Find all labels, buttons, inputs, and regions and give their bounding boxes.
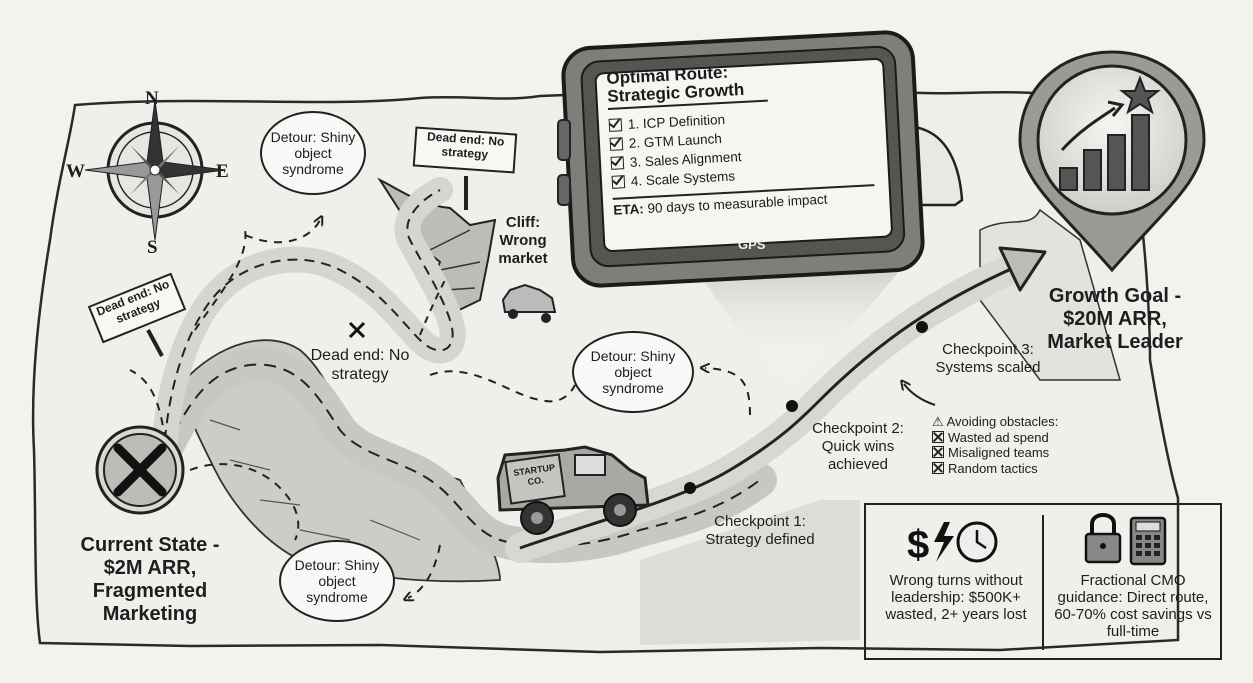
checkbox-icon xyxy=(609,137,624,151)
gps-brand: GPS xyxy=(738,237,766,252)
obstacles-list: ⚠ Avoiding obstacles: Wasted ad spend Mi… xyxy=(932,414,1058,476)
checkpoint-2-dot xyxy=(786,400,798,412)
obstacle-item: Random tactics xyxy=(932,461,1058,477)
comparison-box xyxy=(864,503,1222,660)
gps-route-title: Optimal Route: Strategic Growth xyxy=(606,61,768,110)
dead-end-label: Dead end: No strategy xyxy=(310,347,410,383)
dollar-lightning-clock-icons: $ xyxy=(907,521,998,567)
obstacle-item: Misaligned teams xyxy=(932,445,1058,461)
checkbox-icon xyxy=(611,175,626,189)
warning-icon: ⚠ xyxy=(932,414,944,429)
detour-callout-top: Detour: Shiny object syndrome xyxy=(260,111,366,195)
detour-callout-middle: Detour: Shiny object syndrome xyxy=(572,331,694,413)
compass-west: W xyxy=(66,161,85,182)
start-label: Current State - $2M ARR, Fragmented Mark… xyxy=(80,534,220,625)
checkpoint-3-label: Checkpoint 3: Systems scaled xyxy=(935,341,1041,376)
checkpoint-1-dot xyxy=(684,482,696,494)
padlock-calculator-icons xyxy=(1084,513,1167,566)
route-arrowhead xyxy=(998,246,1047,292)
fractional-cmo-text: Fractional CMO guidance: Direct route, 6… xyxy=(1054,572,1212,640)
x-box-icon xyxy=(932,430,944,443)
goal-label: Growth Goal - $20M ARR, Market Leader xyxy=(1047,285,1183,353)
checkpoint-2-label: Checkpoint 2: Quick wins achieved xyxy=(812,420,904,473)
compass-rose xyxy=(84,99,226,241)
compass-north: N xyxy=(145,88,159,109)
svg-text:$: $ xyxy=(907,523,929,567)
x-box-icon xyxy=(932,461,944,474)
cliff-label: Cliff: Wrong market xyxy=(498,214,548,267)
falling-car xyxy=(501,283,557,323)
detour-label: Detour: Shiny object syndrome xyxy=(270,129,356,177)
obstacle-item: Wasted ad spend xyxy=(932,430,1058,446)
start-marker-x xyxy=(95,425,185,515)
eta-label: ETA: xyxy=(612,201,645,218)
goal-pin xyxy=(1018,50,1206,273)
checkpoint-3-dot xyxy=(916,321,928,333)
checkbox-icon xyxy=(610,156,625,170)
gps-screen: Optimal Route: Strategic Growth 1. ICP D… xyxy=(606,55,893,218)
x-box-icon xyxy=(932,446,944,458)
compass-east: E xyxy=(216,161,229,182)
detour-label: Detour: Shiny object syndrome xyxy=(294,557,380,605)
dead-end-x-mark xyxy=(348,321,366,339)
gps-beam xyxy=(700,270,900,385)
without-leadership-text: Wrong turns without leadership: $500K+ w… xyxy=(885,572,1027,623)
obstacles-title: ⚠ Avoiding obstacles: xyxy=(932,414,1059,429)
dead-end-sign-top: Dead end: No strategy xyxy=(412,126,518,174)
detour-callout-bottom: Detour: Shiny object syndrome xyxy=(279,540,395,622)
startup-jeep xyxy=(496,445,650,535)
compass-south: S xyxy=(147,237,158,258)
gps-device-frame xyxy=(557,30,925,288)
gps-step-label: 4. Scale Systems xyxy=(630,168,736,189)
checkbox-icon xyxy=(608,118,623,132)
detour-label: Detour: Shiny object syndrome xyxy=(590,348,676,396)
checkpoint-1-label: Checkpoint 1: Strategy defined xyxy=(705,513,815,548)
